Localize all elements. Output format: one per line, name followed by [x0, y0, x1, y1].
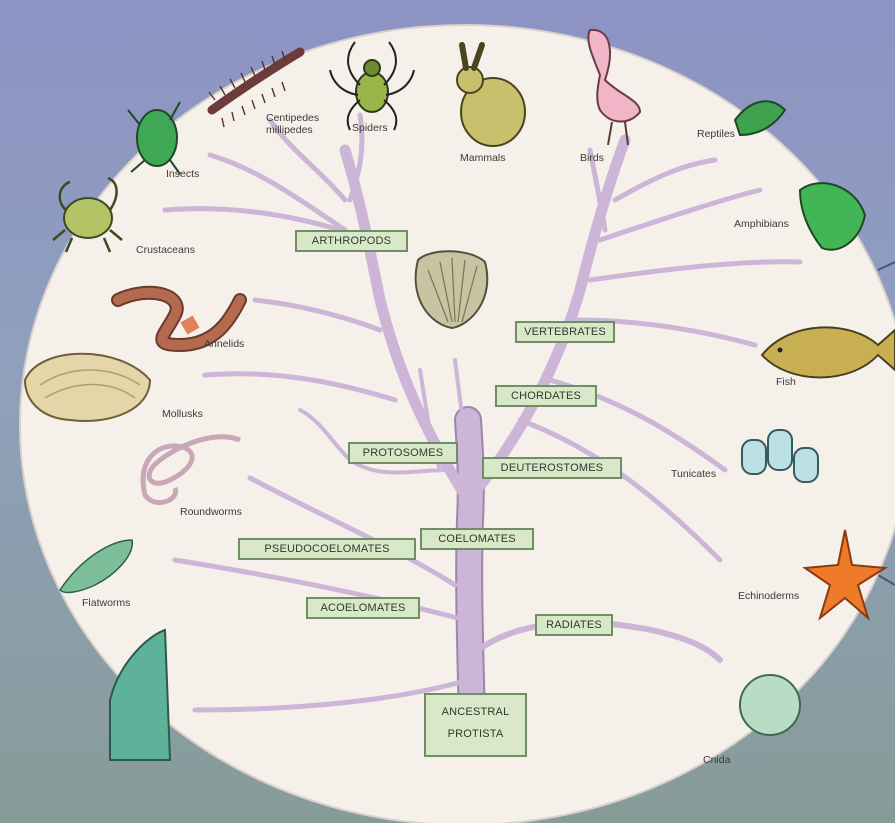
- taxon-annelids: Annelids: [204, 338, 244, 350]
- clade-radiates: RADIATES: [535, 614, 613, 636]
- taxon-tunicates: Tunicates: [671, 468, 716, 480]
- taxon-echinoderms: Echinoderms: [738, 590, 799, 602]
- pointer-line: [878, 575, 895, 585]
- taxon-spiders: Spiders: [352, 122, 388, 134]
- taxon-birds: Birds: [580, 152, 604, 164]
- clade-arthropods: ARTHROPODS: [295, 230, 408, 252]
- clade-acoelomates: ACOELOMATES: [306, 597, 420, 619]
- reptile-illustration: [735, 101, 785, 135]
- taxon-roundworms: Roundworms: [180, 506, 242, 518]
- clade-vertebrates: VERTEBRATES: [515, 321, 615, 343]
- clade-coelomates: COELOMATES: [420, 528, 534, 550]
- clade-deuterostomes: DEUTEROSTOMES: [482, 457, 622, 479]
- pointer-line: [878, 262, 895, 270]
- taxon-mollusks: Mollusks: [162, 408, 203, 420]
- clade-ancestral-protista: ANCESTRAL PROTISTA: [424, 693, 527, 757]
- taxon-centipedes-line2: millipedes: [266, 124, 319, 136]
- clade-pseudocoelomates: PSEUDOCOELOMATES: [238, 538, 416, 560]
- taxon-insects: Insects: [166, 168, 199, 180]
- taxon-crustaceans: Crustaceans: [136, 244, 195, 256]
- clade-protosomes: PROTOSOMES: [348, 442, 458, 464]
- clade-chordates: CHORDATES: [495, 385, 597, 407]
- taxon-cnidarians: Cnida: [703, 754, 730, 766]
- taxon-mammals: Mammals: [460, 152, 506, 164]
- taxon-flatworms: Flatworms: [82, 597, 130, 609]
- taxon-centipedes-line1: Centipedes: [266, 112, 319, 124]
- taxon-reptiles: Reptiles: [697, 128, 735, 140]
- clade-root-line2: PROTISTA: [430, 723, 521, 745]
- taxon-fish: Fish: [776, 376, 796, 388]
- taxon-centipedes: Centipedes millipedes: [266, 112, 319, 136]
- taxon-amphibians: Amphibians: [734, 218, 789, 230]
- clade-root-line1: ANCESTRAL: [430, 701, 521, 723]
- cnidarian-illustration: [740, 675, 800, 735]
